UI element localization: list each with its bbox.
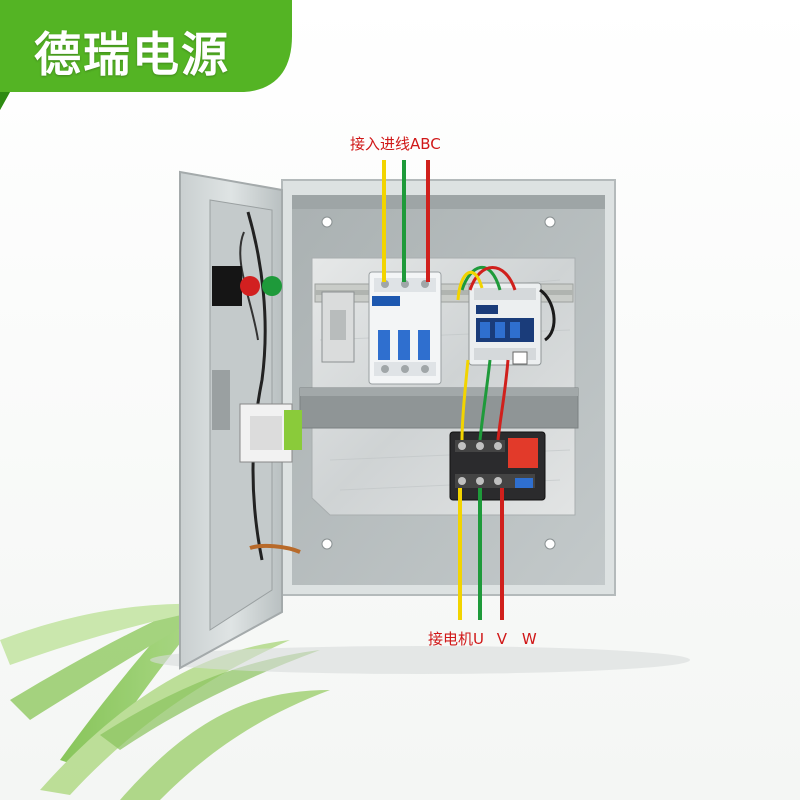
circuit-breaker	[368, 271, 442, 385]
motor-output-w-label: W	[521, 630, 537, 648]
motor-output-v-label: V	[496, 630, 508, 648]
motor-output-u-label: 接电机U	[428, 630, 484, 648]
brand-name: 德瑞电源	[34, 28, 230, 83]
input-line-label: 接入进线ABC	[350, 135, 441, 153]
output-wires	[458, 488, 504, 620]
input-wires	[382, 160, 430, 282]
open-door	[179, 170, 302, 670]
contactor	[468, 282, 542, 366]
thermal-relay	[449, 431, 546, 501]
internal-wires	[456, 266, 556, 441]
motor-output-label: 接电机U V W	[428, 628, 537, 649]
brand-banner	[0, 0, 292, 110]
